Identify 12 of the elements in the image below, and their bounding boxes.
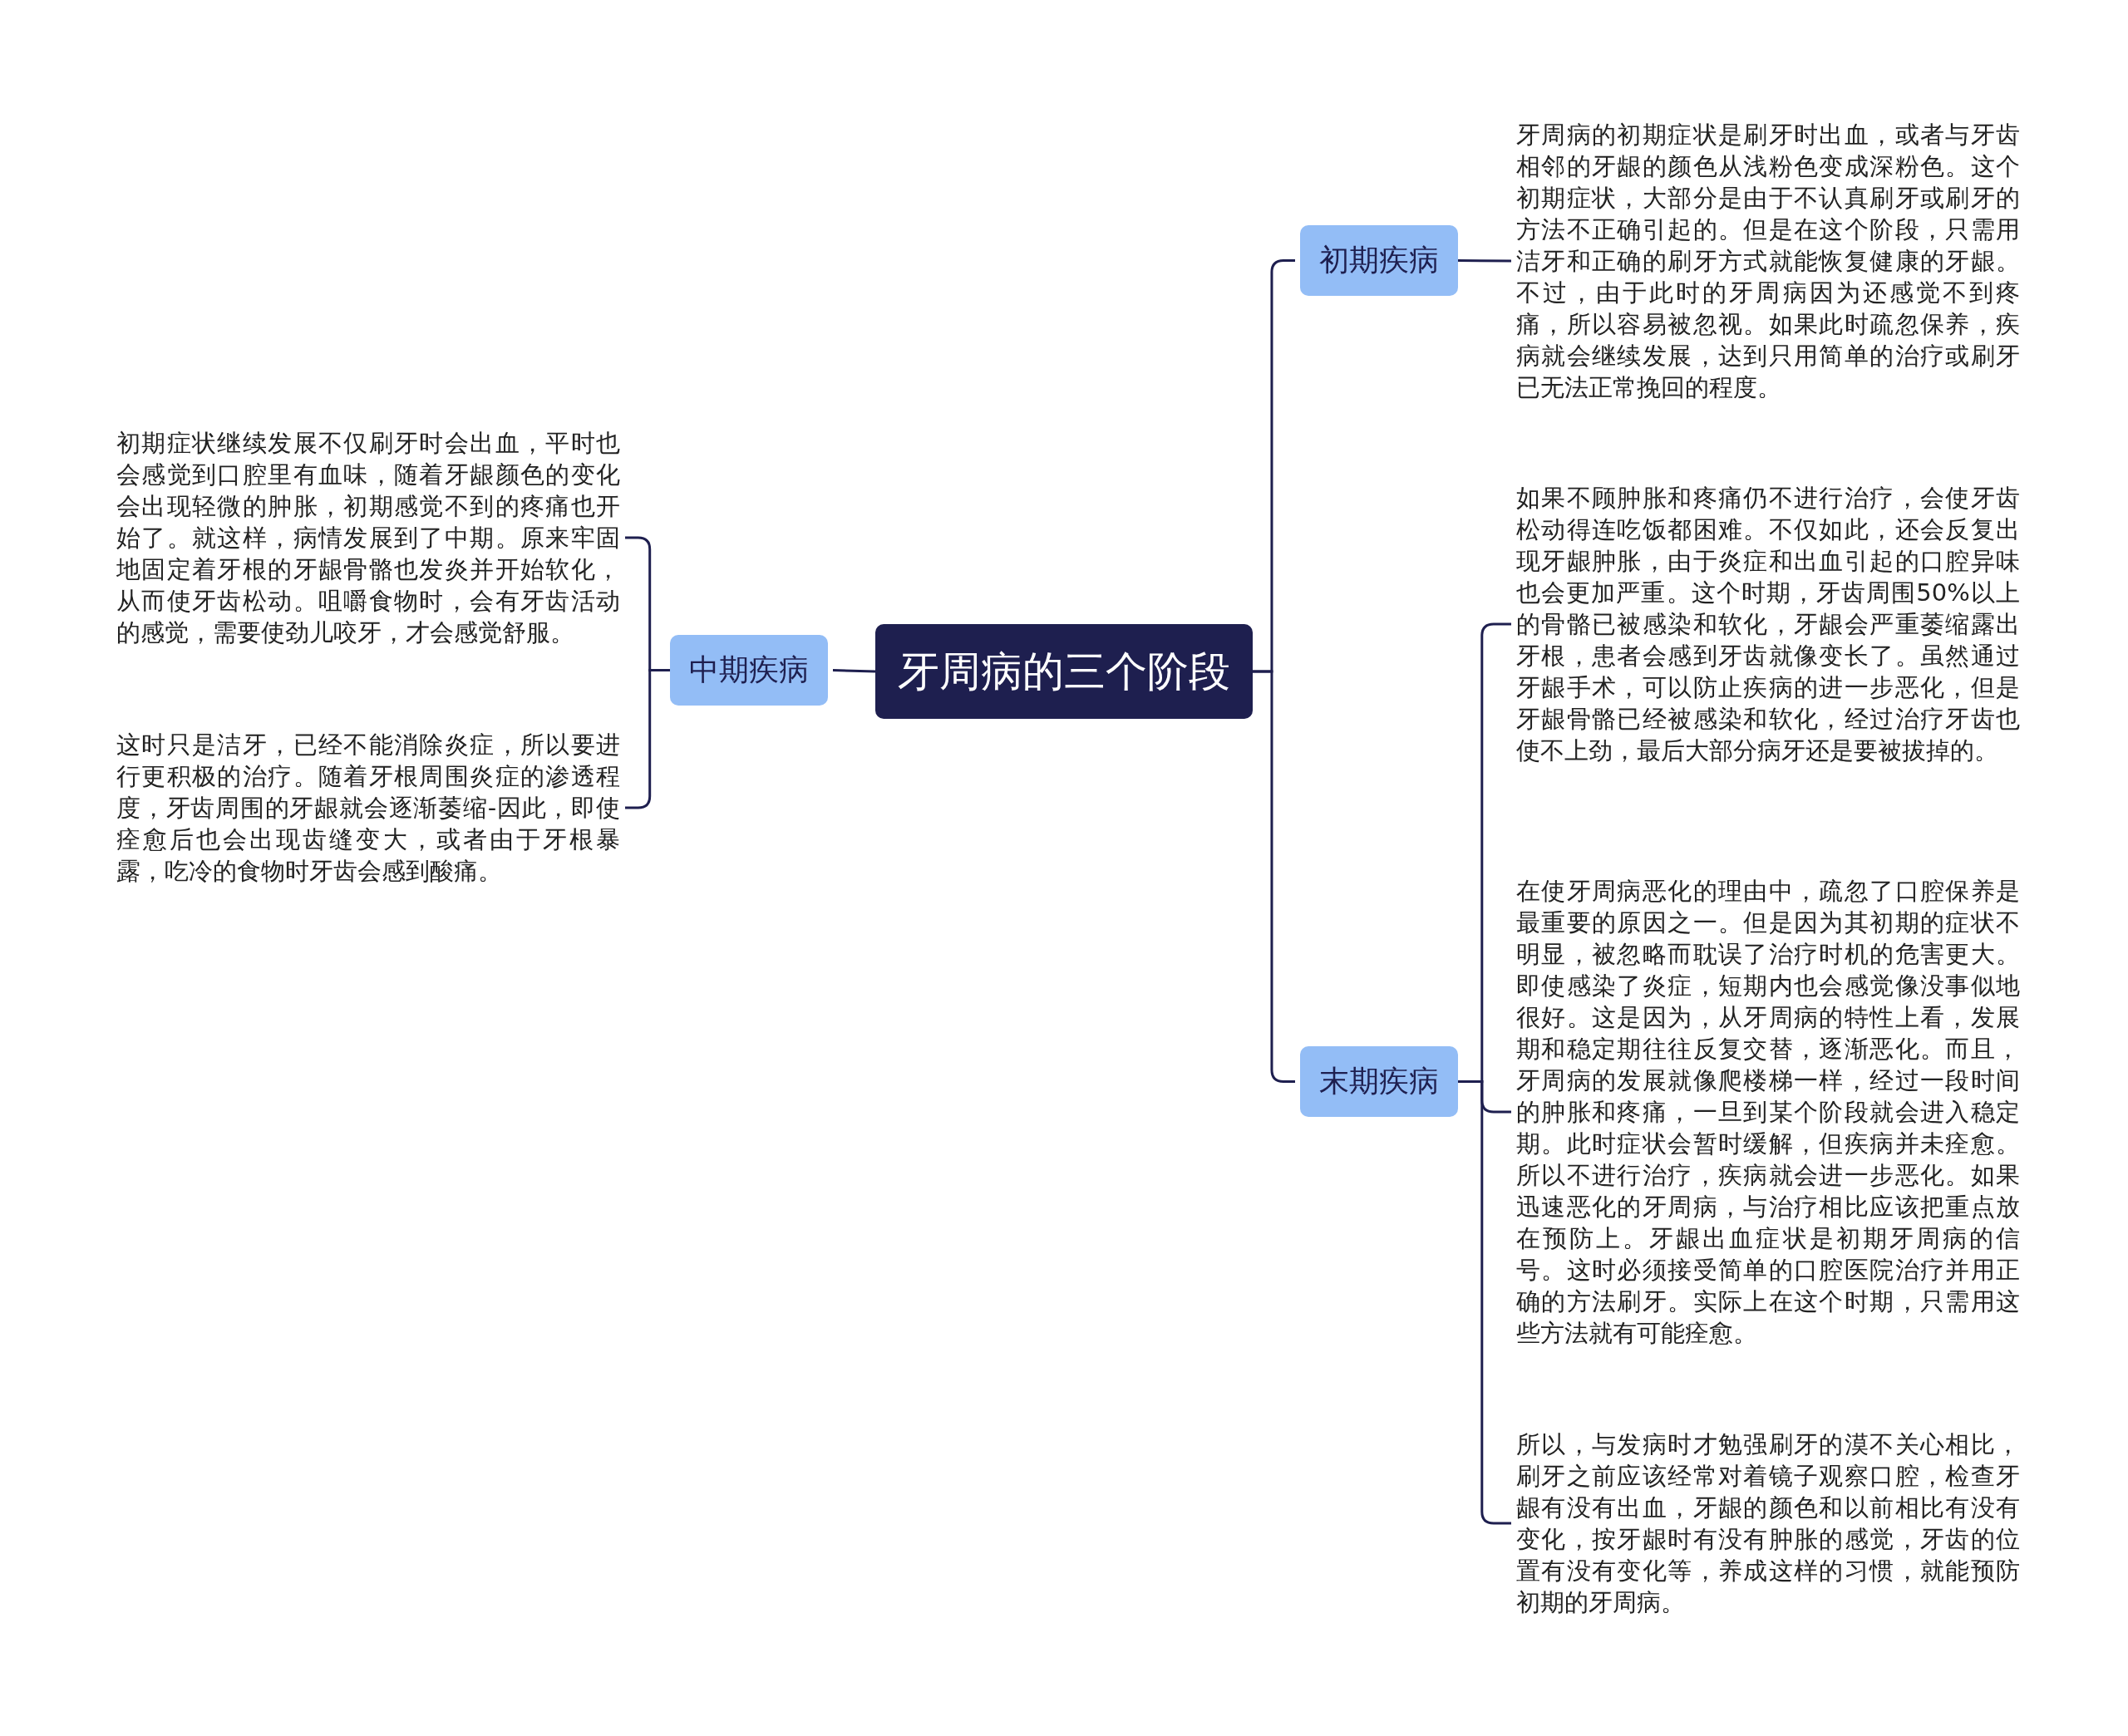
branch-box: 初期疾病 xyxy=(1300,225,1458,296)
paragraph-text: 如果不顾肿胀和疼痛仍不进行治疗，会使牙齿松动得连吃饭都困难。不仅如此，还会反复出现牙龈肿胀，由于炎症和出血引起的口腔异味也会更加严重。这个时期，牙齿周围50%以上的骨骼已被感染和软化，牙龈会严重萎缩露出牙根，患者会感到牙齿就像变长了。虽然通过牙龈手术，可以防止疾病的进一步恶化，但是牙龈骨骼已经被感染和软化，经过治疗牙齿也使不上劲，最后大部分病牙还是要被拔掉的。 xyxy=(1516,482,2020,766)
branch-box: 末期疾病 xyxy=(1300,1046,1458,1117)
paragraph-text: 牙周病的初期症状是刷牙时出血，或者与牙齿相邻的牙龈的颜色从浅粉色变成深粉色。这个初期症状，大部分是由于不认真刷牙或刷牙的方法不正确引起的。但是在这个阶段，只需用洁牙和正确的刷牙方式就能恢复健康的牙龈。不过，由于此时的牙周病因为还感觉不到疼痛，所以容易被忽视。如果此时疏忽保养，疾病就会继续发展，达到只用简单的治疗或刷牙已无法正常挽回的程度。 xyxy=(1516,119,2020,403)
connector-line xyxy=(832,669,876,673)
branch-box: 中期疾病 xyxy=(670,635,828,706)
paragraph-text: 在使牙周病恶化的理由中，疏忽了口腔保养是最重要的原因之一。但是因为其初期的症状不明显，被忽略而耽误了治疗时机的危害更大。即使感染了炎症，短期内也会感觉像没事似地很好。这是因为，从牙周病的特性上看，发展期和稳定期往往反复交替，逐渐恶化。而且，牙周病的发展就像爬楼梯一样，经过一段时间的肿胀和疼痛，一旦到某个阶段就会进入稳定期。此时症状会暂时缓解，但疾病并未痊愈。所以不进行治疗，疾病就会进一步恶化。如果迅速恶化的牙周病，与治疗相比应该把重点放在预防上。牙龈出血症状是初期牙周病的信号。这时必须接受简单的口腔医院治疗并用正确的方法刷牙。实际上在这个时期，只需用这些方法就有可能痊愈。 xyxy=(1516,875,2020,1349)
connector-line xyxy=(1458,259,1511,263)
paragraph-text: 初期症状继续发展不仅刷牙时会出血，平时也会感觉到口腔里有血味，随着牙龈颜色的变化会出现轻微的肿胀，初期感觉不到的疼痛也开始了。就这样，病情发展到了中期。原来牢固地固定着牙根的牙龈骨骼也发炎并开始软化，从而使牙齿松动。咀嚼食物时，会有牙齿活动的感觉，需要使劲儿咬牙，才会感觉舒服。 xyxy=(116,427,620,648)
paragraph-text: 所以，与发病时才勉强刷牙的漠不关心相比，刷牙之前应该经常对着镜子观察口腔，检查牙龈有没有出血，牙龈的颜色和以前相比有没有变化，按牙龈时有没有肿胀的感觉，牙齿的位置有没有变化等，养成这样的习惯，就能预防初期的牙周病。 xyxy=(1516,1429,2020,1618)
paragraph-text: 这时只是洁牙，已经不能消除炎症，所以要进行更积极的治疗。随着牙根周围炎症的渗透程度，牙齿周围的牙龈就会逐渐萎缩-因此，即使痊愈后也会出现齿缝变大，或者由于牙根暴露，吃冷的食物时牙齿会感到酸痛。 xyxy=(116,729,620,887)
topic-box: 牙周病的三个阶段 xyxy=(875,624,1253,719)
